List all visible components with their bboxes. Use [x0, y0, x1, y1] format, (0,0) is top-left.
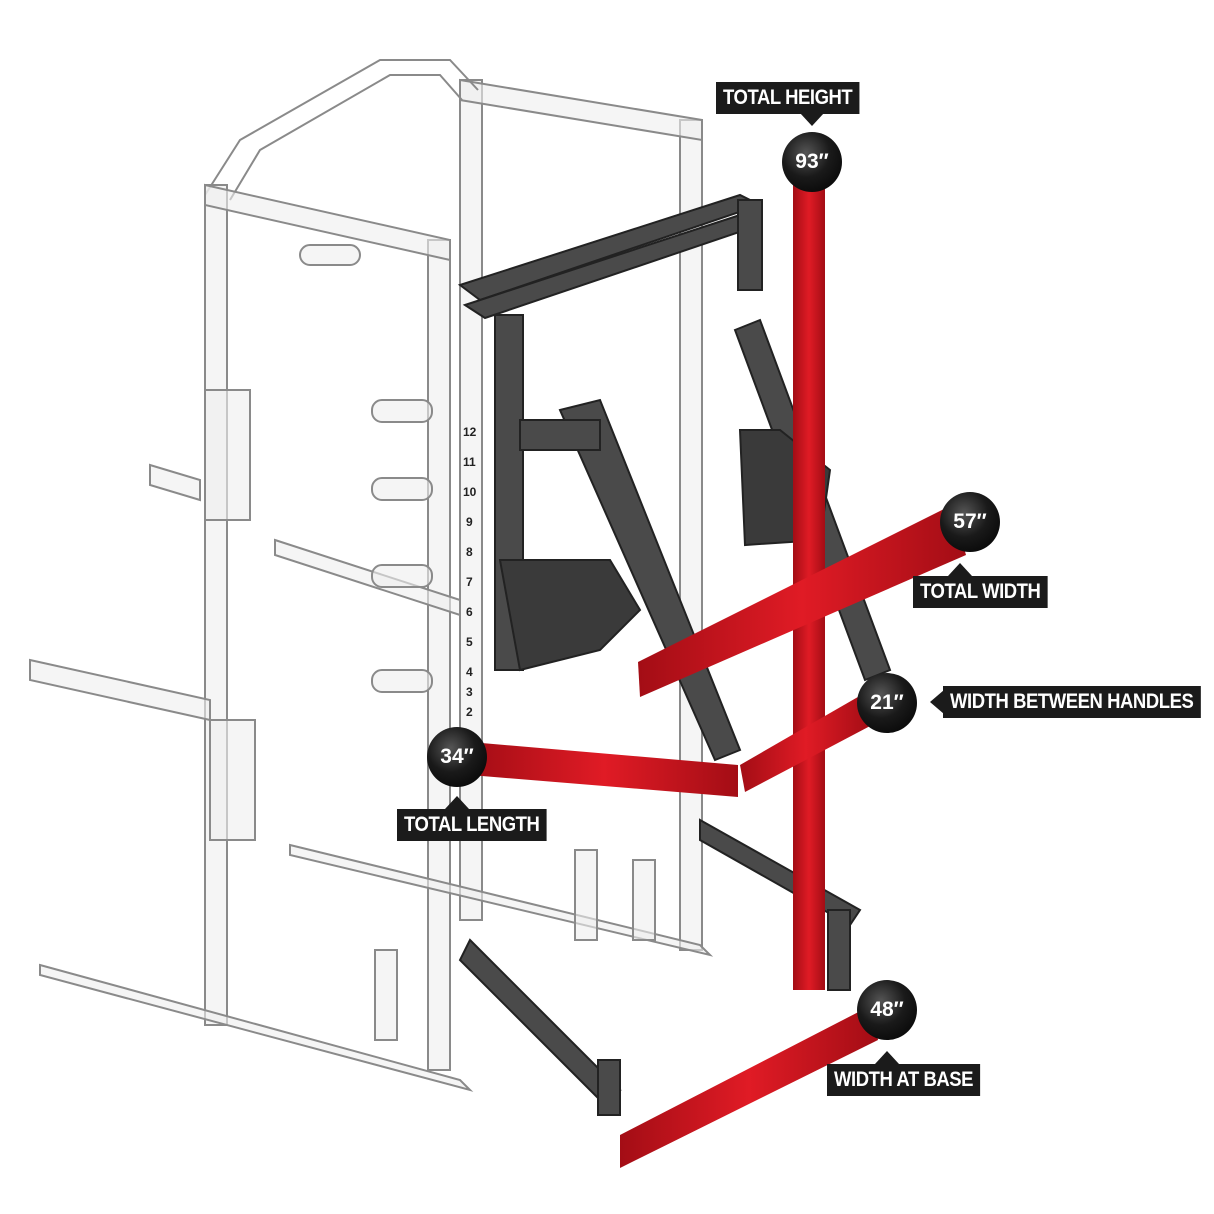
rack-number: 9 [466, 515, 473, 529]
total-height-value: 93″ [782, 132, 842, 192]
total-length-value: 34″ [427, 727, 487, 787]
width-bar [638, 505, 966, 697]
rack-number: 8 [466, 545, 473, 559]
total-width-value: 57″ [940, 492, 1000, 552]
rack-number: 6 [466, 605, 473, 619]
rack-number: 4 [466, 665, 473, 679]
rack-number: 11 [463, 455, 476, 469]
rack-number: 2 [466, 705, 473, 719]
base-bar [620, 1005, 878, 1168]
width-between-handles-value: 21″ [857, 673, 917, 733]
rack-number: 7 [466, 575, 473, 589]
length-bar [470, 742, 738, 797]
total-height-label: TOTAL HEIGHT [716, 82, 860, 114]
total-width-label: TOTAL WIDTH [913, 576, 1048, 608]
rack-number: 12 [463, 425, 477, 439]
dimension-bars [470, 185, 966, 1168]
width-between-handles-label: WIDTH BETWEEN HANDLES [943, 686, 1201, 718]
label-pointers [445, 113, 972, 1064]
rack-number: 3 [466, 685, 473, 699]
rack-number: 10 [463, 485, 477, 499]
total-length-label: TOTAL LENGTH [397, 809, 547, 841]
rack-number: 5 [466, 635, 473, 649]
handles-bar [740, 690, 872, 792]
rack-numbers: 12 11 10 9 8 7 6 5 4 3 2 [463, 425, 477, 719]
width-at-base-value: 48″ [857, 980, 917, 1040]
width-at-base-label: WIDTH AT BASE [827, 1064, 981, 1096]
rack-frame [29, 59, 714, 1092]
